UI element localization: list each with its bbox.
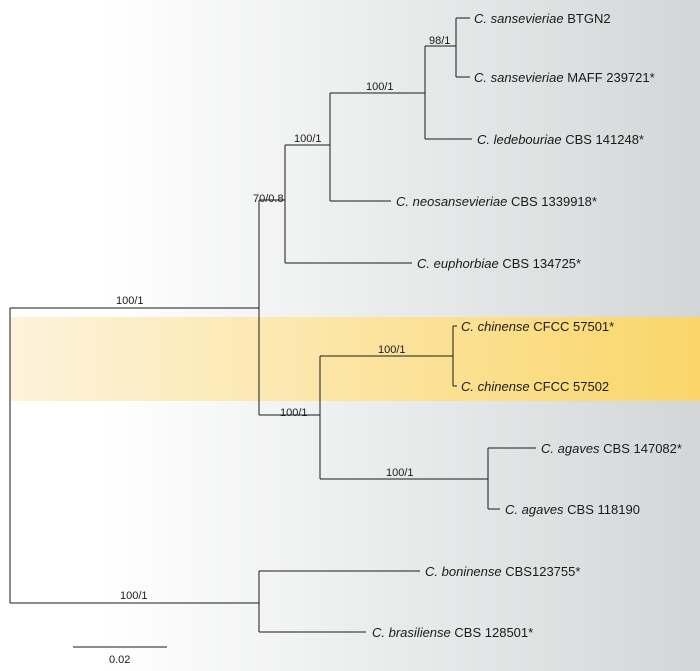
taxon-label: C. agaves CBS 147082*	[541, 441, 682, 456]
tree-branches	[9, 17, 536, 633]
scale-bar: 0.02	[73, 646, 167, 666]
taxon-label: C. chinense CFCC 57502	[461, 379, 609, 394]
support-label: 100/1	[116, 295, 144, 307]
taxon-label: C. brasiliense CBS 128501*	[372, 625, 533, 640]
scale-bar-label: 0.02	[109, 654, 130, 666]
support-label: 100/1	[294, 133, 322, 145]
support-label: 100/1	[120, 590, 148, 602]
taxon-label: C. chinense CFCC 57501*	[461, 319, 614, 334]
support-label: 70/0.8	[253, 193, 284, 205]
support-values: 100/1 70/0.8 100/1 100/1 98/1 100/1 100/…	[116, 35, 450, 602]
taxon-label: C. boninense CBS123755*	[425, 564, 580, 579]
support-label: 98/1	[429, 35, 450, 47]
taxon-label: C. agaves CBS 118190	[505, 502, 640, 517]
taxon-label: C. sansevieriae BTGN2	[474, 11, 611, 26]
taxon-label: C. ledebouriae CBS 141248*	[477, 132, 644, 147]
support-label: 100/1	[378, 344, 406, 356]
taxon-label: C. sansevieriae MAFF 239721*	[474, 70, 655, 85]
highlight-band-chinense	[10, 317, 700, 401]
support-label: 100/1	[386, 467, 414, 479]
support-label: 100/1	[280, 407, 308, 419]
taxon-labels: C. sansevieriae BTGN2 C. sansevieriae MA…	[372, 11, 682, 640]
taxon-label: C. neosansevieriae CBS 1339918*	[396, 194, 597, 209]
taxon-label: C. euphorbiae CBS 134725*	[417, 256, 581, 271]
support-label: 100/1	[366, 81, 394, 93]
